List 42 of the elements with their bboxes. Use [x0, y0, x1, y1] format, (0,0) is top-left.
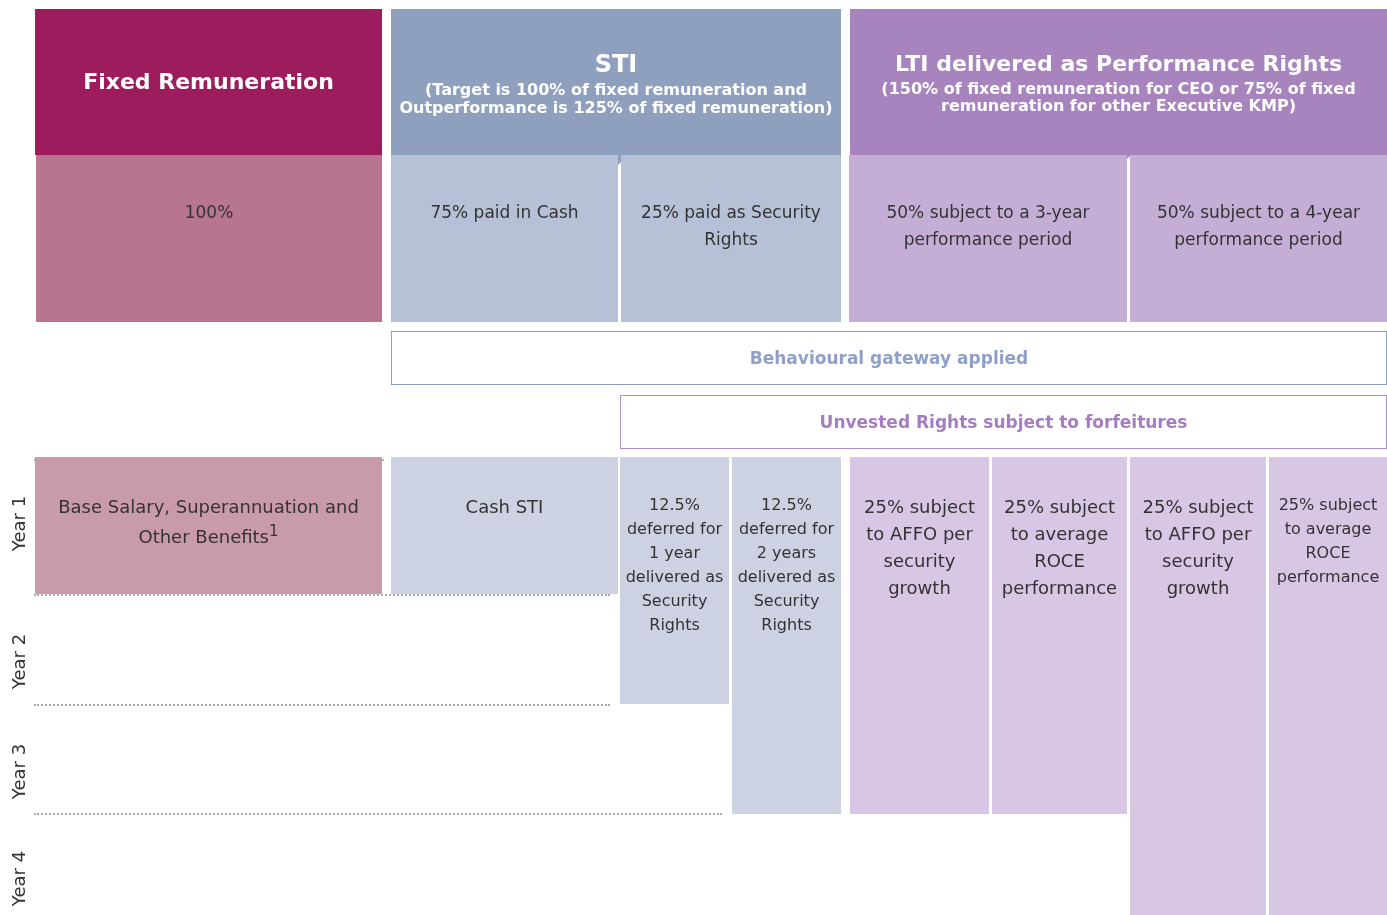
- component-bar: [391, 457, 618, 594]
- component-bar: [732, 457, 841, 814]
- component-bar: [1269, 457, 1387, 915]
- cell-text: 12.5% deferred for 1 year delivered as Security Rights: [624, 494, 725, 636]
- share-panel: [621, 155, 841, 322]
- gateway-band: [620, 395, 1387, 449]
- share-panel: [1130, 155, 1387, 322]
- header-title: STI: [594, 48, 638, 80]
- year-label: Year 1: [7, 494, 29, 554]
- header-note: (150% of fixed remuneration for CEO or 75% of fixed remuneration for other Executive KMP): [880, 79, 1357, 115]
- header-title: Fixed Remuneration: [83, 67, 334, 96]
- cell-text: 12.5% deferred for 2 years delivered as Security Rights: [736, 494, 837, 636]
- header-note: (Target is 100% of fixed remuneration and Outperformance is 125% of fixed remuneration): [398, 81, 834, 117]
- band-label: Unvested Rights subject to forfeitures: [819, 412, 1188, 432]
- band-label: Behavioural gateway applied: [749, 348, 1029, 368]
- share-panel: [849, 155, 1127, 322]
- column-header: [35, 9, 382, 155]
- cell-text: 25% subject to AFFO per security growth: [863, 495, 976, 600]
- component-bar: [992, 457, 1127, 814]
- cell-text: 100%: [184, 201, 234, 224]
- year-label: Year 2: [7, 632, 29, 692]
- cell-text: Base Salary, Superannuation and Other Benefits$^{1}$: [57, 495, 360, 549]
- cell-text: 25% subject to AFFO per security growth: [1141, 495, 1255, 600]
- column-header: [850, 9, 1387, 155]
- year-label: Year 4: [7, 849, 29, 909]
- share-panel: [391, 155, 618, 322]
- cell-text: 50% subject to a 3-year performance period: [885, 201, 1091, 252]
- cell-text: 25% subject to average ROCE performance: [1275, 494, 1381, 588]
- cell-text: 50% subject to a 4-year performance period: [1155, 201, 1362, 252]
- cell-text: Cash STI: [465, 495, 544, 519]
- column-header: [391, 9, 841, 155]
- component-bar: [850, 457, 989, 814]
- share-panel: [36, 155, 382, 322]
- component-bar: [1130, 457, 1266, 915]
- cell-text: 75% paid in Cash: [430, 201, 579, 224]
- gateway-band: [391, 331, 1387, 385]
- component-bar: [620, 457, 729, 704]
- cell-text: 25% paid as Security Rights: [640, 201, 822, 252]
- component-bar: [35, 457, 382, 594]
- cell-text: 25% subject to average ROCE performance: [1000, 495, 1119, 600]
- year-label: Year 3: [7, 742, 29, 802]
- header-title: LTI delivered as Performance Rights: [895, 50, 1342, 78]
